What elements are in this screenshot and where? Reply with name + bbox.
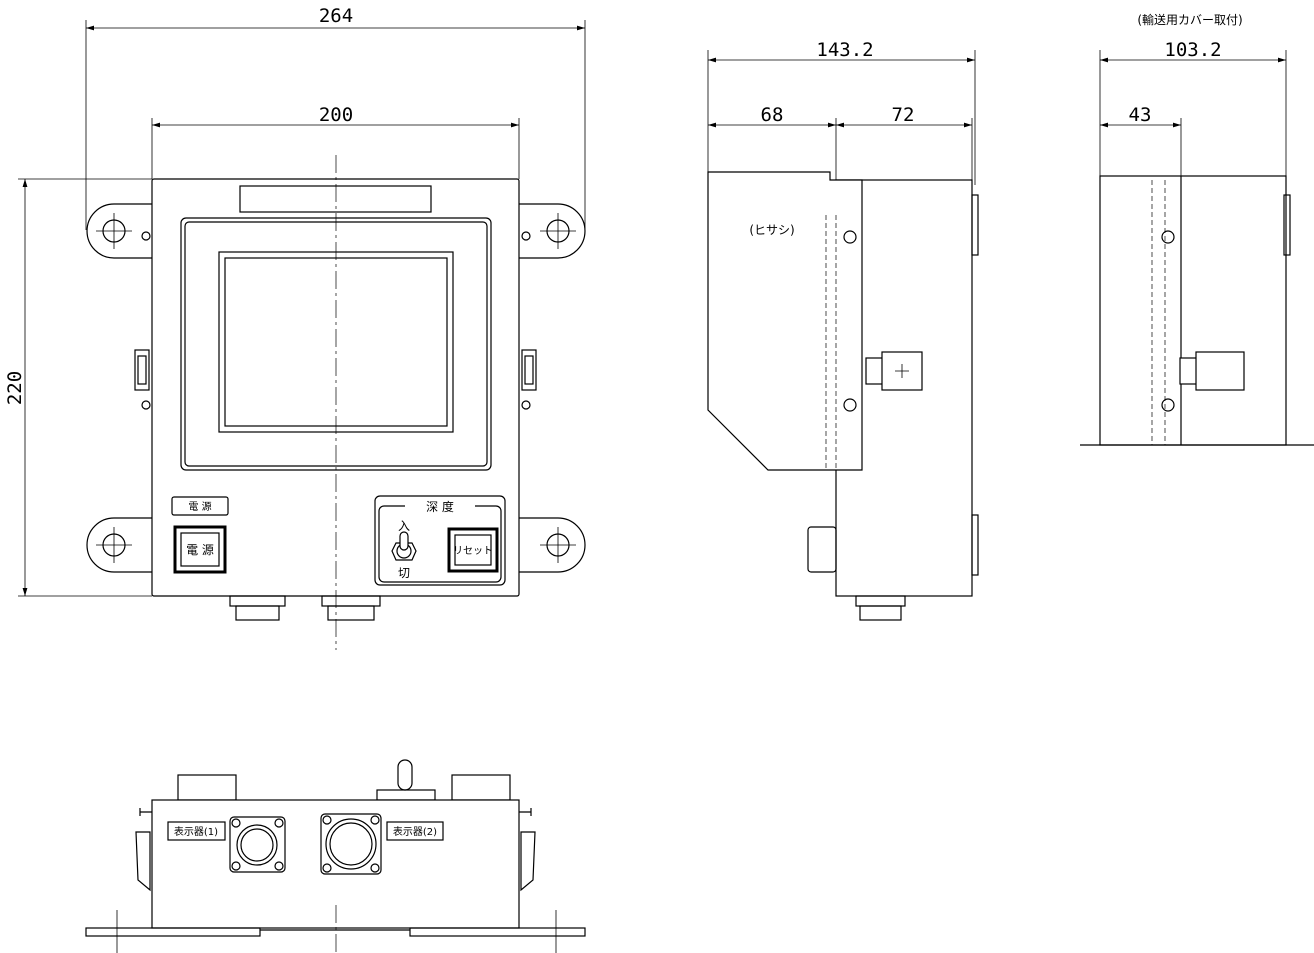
- svg-text:電 源: 電 源: [186, 543, 214, 557]
- hood-label: (ヒサシ): [749, 223, 794, 237]
- display-1-connector: [229, 816, 286, 873]
- power-label-plate: [171, 496, 229, 516]
- mounting-ear: [86, 203, 152, 259]
- depth-panel: [374, 495, 506, 586]
- latch-left: [134, 231, 151, 410]
- svg-text:リセット: リセット: [453, 545, 493, 557]
- toggle-switch: [391, 531, 417, 561]
- toggle-off-label: 切: [398, 566, 410, 580]
- svg-text:表示器(1): 表示器(1): [174, 825, 218, 838]
- front-view: 264 200 220 電 源 電 源 深 度 入 切 リセット: [4, 5, 586, 650]
- dim-68: 68: [761, 104, 784, 126]
- hood: [707, 171, 863, 471]
- reset-button: リセット: [447, 527, 499, 573]
- dim-43: 43: [1129, 104, 1152, 126]
- dim-103-2: 103.2: [1164, 39, 1221, 61]
- display-2-connector: [320, 813, 382, 875]
- bottom-view: 表示器(1) 表示器(2): [85, 759, 586, 953]
- cover-view: (輸送用カバー取付) 103.2 43: [1080, 12, 1314, 446]
- side-button: [807, 526, 837, 573]
- dim-220: 220: [4, 371, 26, 405]
- side-view: 143.2 68 72 (ヒサシ): [707, 39, 979, 621]
- dim-200: 200: [319, 104, 353, 126]
- power-button: 電 源: [173, 525, 227, 574]
- transport-cover: [1099, 175, 1287, 446]
- side-latch: [865, 351, 923, 391]
- svg-text:表示器(2): 表示器(2): [393, 825, 437, 838]
- toggle-lever: [397, 759, 413, 791]
- connector-bottom: [229, 595, 381, 621]
- toggle-on-label: 入: [398, 519, 410, 533]
- display-1-label-plate: [167, 821, 226, 841]
- dim-143-2: 143.2: [816, 39, 873, 61]
- power-label-text: 電 源: [188, 500, 211, 513]
- depth-label: 深 度: [426, 499, 454, 514]
- dim-264: 264: [319, 5, 353, 27]
- nameplate: [239, 185, 432, 213]
- display-2-label-plate: [386, 821, 444, 841]
- cover-view-title: (輸送用カバー取付): [1137, 12, 1242, 27]
- latch-right: [521, 231, 537, 410]
- dim-72: 72: [892, 104, 915, 126]
